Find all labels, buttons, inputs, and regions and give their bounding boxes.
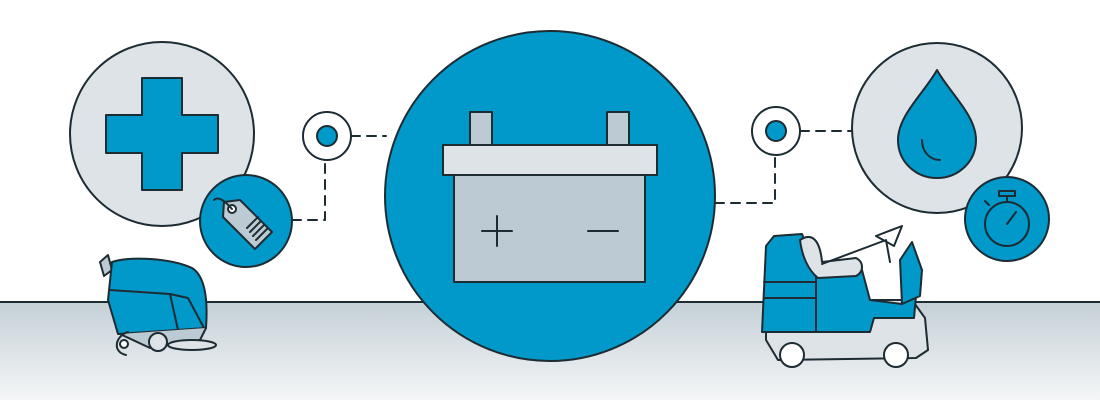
medical-cross-icon <box>69 41 255 227</box>
connector-node-icon <box>302 111 352 161</box>
connector-node-icon <box>751 106 801 156</box>
ride-on-scrubber-icon <box>761 225 929 368</box>
price-tag-icon <box>199 174 293 268</box>
walk-behind-scrubber-icon <box>99 254 217 356</box>
water-drop-icon <box>851 42 1023 214</box>
dashed-connectors <box>291 130 853 221</box>
battery-icon <box>384 30 716 362</box>
stopwatch-icon <box>964 176 1050 262</box>
